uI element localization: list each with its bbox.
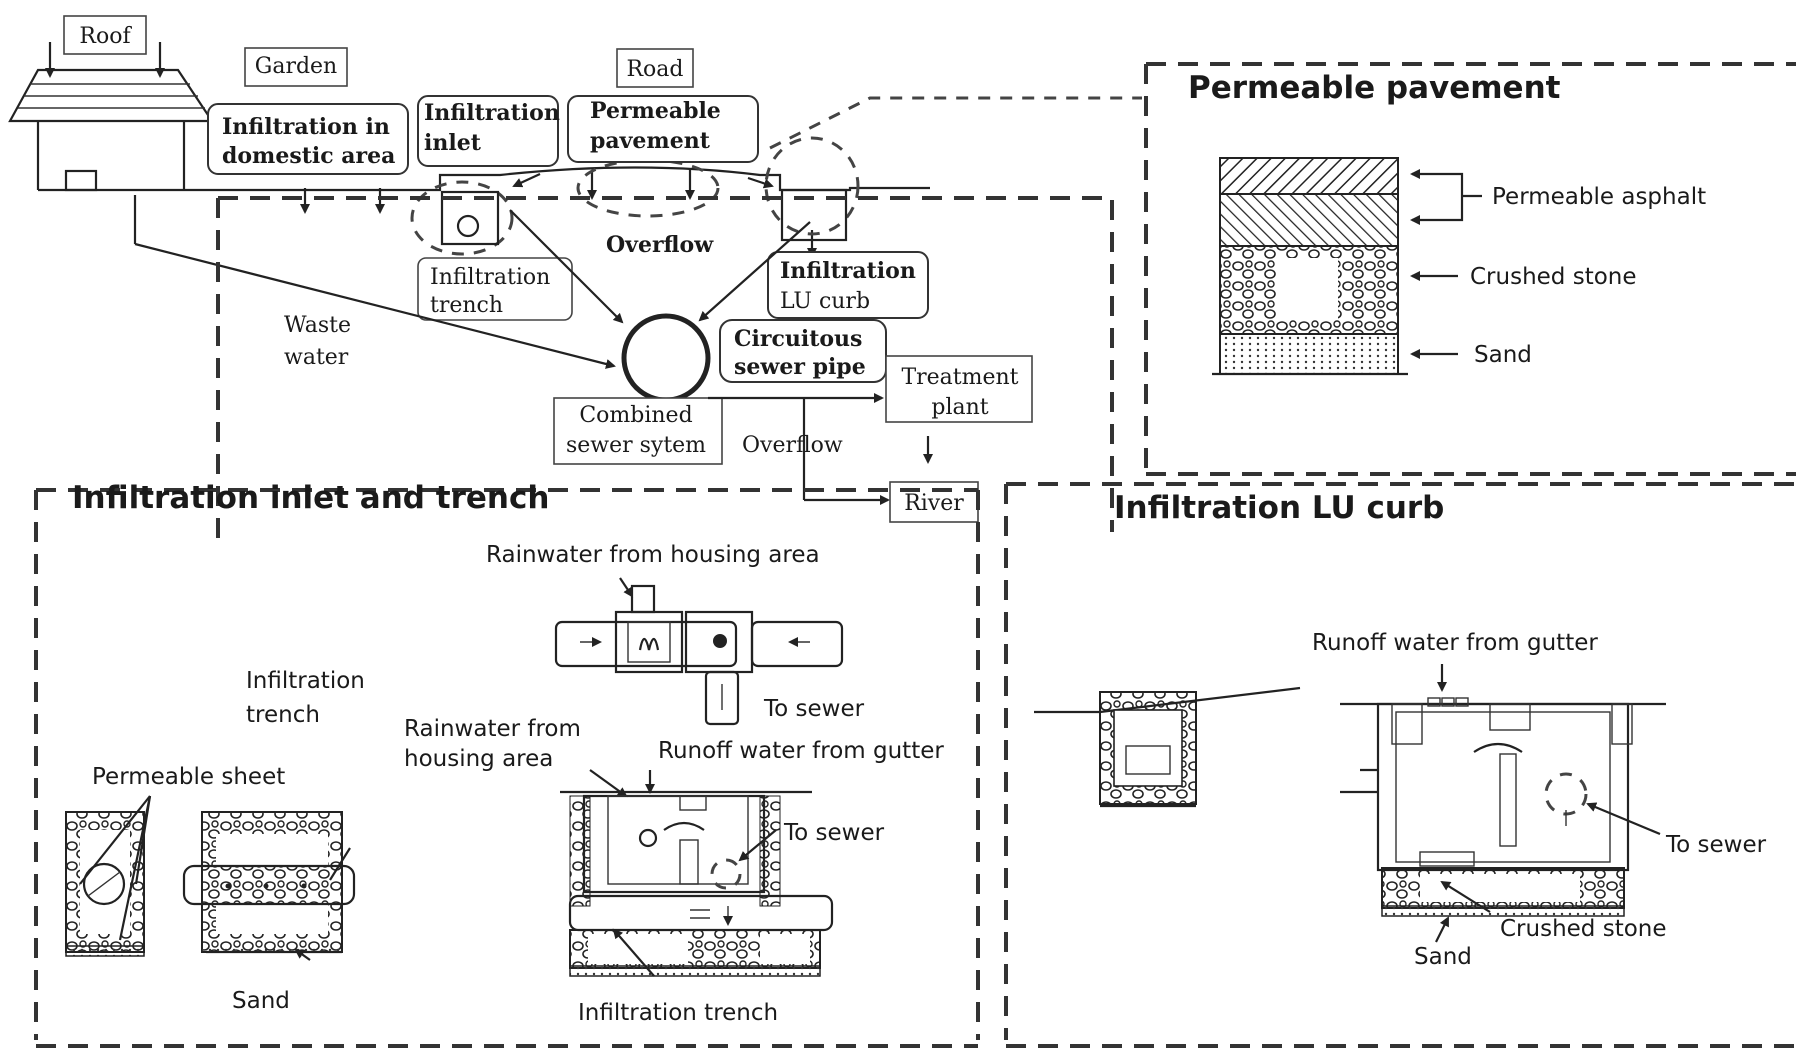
overview-dashed-top [218,196,1114,532]
inlet-trench-panel: Infiltration inlet and trench Rainwater … [34,480,980,1048]
lu-curb-icon [780,188,848,242]
inlet-highlight [410,180,514,256]
permeable-pavement-line2: pavement [590,128,711,154]
pavement-callout-line [769,96,1142,150]
pavement-highlight [576,158,720,218]
to-sewer-label-1: To sewer [763,696,865,722]
waste-water-line1: Waste [284,313,351,338]
inlet-section-icon [560,790,834,977]
roof-label: Roof [79,24,132,49]
permeable-pavement-box [567,95,759,163]
permeable-pavement-panel: Permeable pavement Permeable asphalt Cru… [1144,62,1796,476]
crushed-stone-label: Crushed stone [1470,264,1637,290]
ground-surface [38,166,930,192]
rain-housing-label-1: Rainwater from [404,716,581,742]
garden-label: Garden [255,54,337,79]
infiltration-trench-line1: Infiltration [430,265,550,290]
waste-water-line2: water [284,345,349,370]
permeable-asphalt-label: Permeable asphalt [1492,184,1706,210]
treatment-line1: Treatment [901,365,1018,390]
treatment-line2: plant [931,395,988,420]
infiltration-inlet-box [417,95,559,167]
rain-housing-label-2: housing area [404,746,553,772]
infiltration-domestic-line2: domestic area [222,143,395,169]
sand-label: Sand [1474,342,1532,368]
river-label: River [904,491,964,516]
circuitous-pipe-box [719,319,887,383]
sand-layer [1219,333,1399,375]
infiltration-inlet-line1: Infiltration [424,100,560,126]
infil-trench-label-1: Infiltration [246,668,365,694]
infiltration-inlet-icon [440,190,500,246]
lu-curb-panel-title: Infiltration LU curb [1114,490,1444,526]
permeable-panel-title: Permeable pavement [1188,70,1561,106]
runoff-label-1: Runoff water from gutter [658,738,944,764]
lu-curb-panel: Infiltration LU curb Runoff water from g… [1004,482,1796,1048]
infil-trench-bottom-label: Infiltration trench [578,1000,778,1026]
permeable-pavement-line1: Permeable [590,98,721,124]
curb-to-sewer-label: To sewer [1665,832,1767,858]
garden-label-box [244,47,348,87]
infiltration-inlet-line2: inlet [424,130,482,156]
curb-highlight [764,136,860,236]
curb-crushed-stone-label: Crushed stone [1500,916,1667,942]
infiltration-arrows [300,168,817,258]
road-label-box [616,48,694,88]
trench-longitudinal-icon [182,811,356,961]
to-sewer-label-2: To sewer [783,820,885,846]
circuitous-line2: sewer pipe [734,354,866,380]
sand-label-trench: Sand [232,988,290,1014]
overflow-top-label: Overflow [606,232,714,258]
infiltration-trench-line2: trench [430,293,503,318]
combined-line1: Combined [579,403,692,428]
combined-line2: sewer sytem [566,433,706,458]
curb-runoff-label: Runoff water from gutter [1312,630,1598,656]
inlet-plan-view [554,577,844,726]
curb-small-section-icon [1034,686,1301,808]
infiltration-lu-curb-box [767,251,929,319]
overview: Roof Garden Road Infiltration in [8,15,1142,540]
trench-section-icon [65,795,152,957]
combined-sewer-box [553,397,723,465]
circuitous-line1: Circuitous [734,326,862,352]
infiltration-domestic-box [207,103,409,175]
house-icon [8,42,215,192]
permeable-sheet-label: Permeable sheet [92,764,285,790]
infiltration-lu-curb-line1: Infiltration [780,258,916,284]
road-label: Road [626,57,683,82]
curb-sand-label: Sand [1414,944,1472,970]
curb-large-section-icon [1340,697,1666,943]
infiltration-trench-box [417,257,573,321]
combined-sewer-pipe-icon [621,313,711,403]
infiltration-domestic-line1: Infiltration in [222,114,390,140]
infiltration-lu-curb-line2: LU curb [780,289,870,314]
overflow-mid-label: Overflow [742,433,843,458]
rain-housing-top-label: Rainwater from housing area [486,542,820,568]
inlet-trench-panel-title: Infiltration inlet and trench [72,480,549,516]
treatment-plant-box [885,355,1033,423]
infil-trench-label-2: trench [246,702,320,728]
roof-label-box [63,15,147,55]
asphalt-layer-bottom [1219,193,1399,247]
asphalt-layer-top [1219,157,1399,195]
